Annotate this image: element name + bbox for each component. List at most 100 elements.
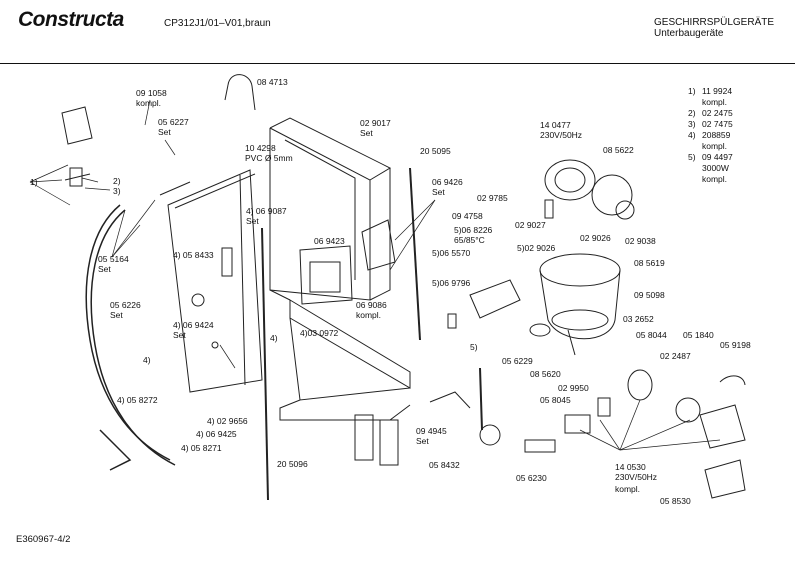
part-number: 5)02 9026: [517, 243, 556, 253]
part-label: 4) 02 9656: [207, 416, 248, 426]
part-label: 4) 05 8272: [117, 395, 158, 405]
part-label: 05 1840: [683, 330, 714, 340]
part-number: 06 9086: [356, 300, 387, 310]
part-label: 09 5098: [634, 290, 665, 300]
part-number: 4) 06 9425: [196, 429, 237, 439]
hose-clip: [224, 74, 256, 111]
legend-note: 3000W: [702, 163, 729, 173]
part-number: 05 6230: [516, 473, 547, 483]
part-qualifier: Set: [173, 330, 186, 340]
legend-part: 208859: [702, 130, 731, 140]
footnote-legend: 1)11 9924 kompl. 2)02 2475 3)02 7475 4)2…: [688, 86, 733, 185]
part-qualifier: 65/85°C: [454, 235, 485, 245]
part-number: 05 9198: [720, 340, 751, 350]
part-label: 2): [113, 176, 121, 186]
part-qualifier: Set: [416, 436, 429, 446]
part-qualifier: PVC Ø 5mm: [245, 153, 293, 163]
part-label: 05 9198: [720, 340, 751, 350]
part-number: 05 1840: [683, 330, 714, 340]
legend-part: 02 2475: [702, 108, 733, 118]
model-number: CP312J1/01–V01,braun: [164, 18, 271, 29]
part-label: 02 9950: [558, 383, 589, 393]
part-qualifier: 230V/50Hz: [615, 472, 658, 482]
part-label: 02 9026: [580, 233, 611, 243]
part-label: 08 5620: [530, 369, 561, 379]
part-label: 02 2487: [660, 351, 691, 361]
part-label: 05 8530: [660, 496, 691, 506]
part-label: 05 6230: [516, 473, 547, 483]
part-number: 02 9017: [360, 118, 391, 128]
legend-row: 4) 208859: [688, 130, 733, 141]
legend-part: 09 4497: [702, 152, 733, 162]
part-number: 5): [470, 342, 478, 352]
part-qualifier: Set: [158, 127, 171, 137]
part-label: 4): [270, 333, 278, 343]
legend-note: kompl.: [702, 141, 728, 151]
heater-element: [447, 279, 521, 329]
tub-frame: [269, 117, 411, 421]
part-number: 4): [270, 333, 278, 343]
part-number: 09 5098: [634, 290, 665, 300]
part-label: 5): [470, 342, 478, 352]
part-number: 4) 06 9424: [173, 320, 214, 330]
part-number: 4) 05 8433: [173, 250, 214, 260]
part-number: 09 4945: [416, 426, 447, 436]
part-label: 05 8044: [636, 330, 667, 340]
part-number: 06 9426: [432, 177, 463, 187]
part-number: 14 0477: [540, 120, 571, 130]
part-label: 5)02 9026: [517, 243, 555, 253]
part-number: 08 4713: [257, 77, 288, 87]
part-qualifier: kompl.: [136, 98, 162, 108]
part-number: 09 4758: [452, 211, 483, 221]
part-number: 08 5619: [634, 258, 665, 268]
part-qualifier: 230V/50Hz: [540, 130, 583, 140]
part-number: 5)06 8226: [454, 225, 493, 235]
part-label: kompl.: [615, 484, 640, 494]
part-label: 08 5619: [634, 258, 665, 268]
part-number: 4) 05 8272: [117, 395, 158, 405]
subcategory-title: Unterbaugeräte: [654, 28, 724, 39]
legend-num: 4): [688, 130, 696, 140]
part-number: 4) 02 9656: [207, 416, 248, 426]
part-label: 3): [113, 186, 121, 196]
part-number: 08 5620: [530, 369, 561, 379]
legend-num: 5): [688, 152, 696, 162]
part-label: 05 8045: [540, 395, 571, 405]
legend-note: kompl.: [702, 97, 728, 107]
legend-row: 5) 09 4497: [688, 152, 733, 163]
legend-part: 02 7475: [702, 119, 733, 129]
part-qualifier: Set: [98, 264, 111, 274]
legend-num: 3): [688, 119, 696, 129]
part-number: 02 9038: [625, 236, 656, 246]
lower-parts: [354, 391, 611, 466]
part-label: 06 9423: [314, 236, 345, 246]
part-number: 14 0530: [615, 462, 646, 472]
part-label: 4): [143, 355, 151, 365]
legend-part: 11 9924: [702, 86, 733, 96]
sump-housing: [529, 253, 621, 356]
part-label: 05 6229: [502, 356, 533, 366]
part-label: 08 4713: [257, 77, 288, 87]
part-label: 02 9038: [625, 236, 656, 246]
part-number: 05 8432: [429, 460, 460, 470]
part-label: 02 9027: [515, 220, 546, 230]
part-number: 05 8044: [636, 330, 667, 340]
leader-lines: [29, 99, 721, 451]
part-number: 1): [30, 177, 38, 187]
side-panel: [159, 169, 263, 393]
part-qualifier: Set: [360, 128, 373, 138]
part-label: 08 5622: [603, 145, 634, 155]
part-number: 02 2487: [660, 351, 691, 361]
part-number: 02 9785: [477, 193, 508, 203]
part-number: 06 9423: [314, 236, 345, 246]
seal-strips: [261, 167, 483, 501]
part-qualifier: kompl.: [356, 310, 382, 320]
